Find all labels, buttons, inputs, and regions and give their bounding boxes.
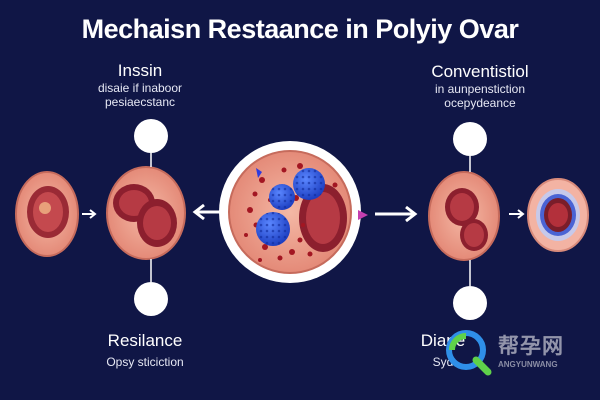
watermark-text: 帮孕网 bbox=[498, 335, 564, 358]
right-cell bbox=[428, 171, 500, 261]
center-cell bbox=[219, 141, 368, 283]
left-bottom-line1: Opsy sticiction bbox=[106, 355, 184, 369]
center-left-arrow bbox=[192, 203, 222, 221]
right-small-arrow bbox=[509, 209, 525, 219]
left-top-heading: Inssin bbox=[117, 61, 163, 80]
right-top-heading: Conventistiol bbox=[431, 62, 529, 81]
left-outer-cell bbox=[15, 171, 79, 257]
right-bottom-node bbox=[453, 286, 487, 320]
diagram-title: Mechaisn Restaance in Polyiy Ovar bbox=[81, 14, 519, 44]
left-small-arrow bbox=[82, 209, 97, 219]
right-top-line2: ocepydeance bbox=[444, 96, 516, 110]
left-bottom-node bbox=[134, 282, 168, 316]
left-bottom-heading: Resilance bbox=[107, 331, 183, 350]
left-top-line2: pesiaecstanc bbox=[104, 95, 176, 109]
center-right-arrow bbox=[375, 205, 418, 223]
watermark: 帮孕网 ANGYUNWANG bbox=[440, 328, 590, 378]
left-top-node bbox=[134, 119, 168, 153]
right-top-line1: in aunpenstiction bbox=[434, 82, 526, 96]
right-outer-cell bbox=[527, 178, 589, 252]
left-top-line1: disaie if inaboor bbox=[97, 81, 183, 95]
watermark-logo-icon bbox=[446, 330, 492, 376]
right-top-node bbox=[453, 122, 487, 156]
left-cell bbox=[106, 166, 186, 260]
watermark-subtext: ANGYUNWANG bbox=[498, 360, 558, 369]
